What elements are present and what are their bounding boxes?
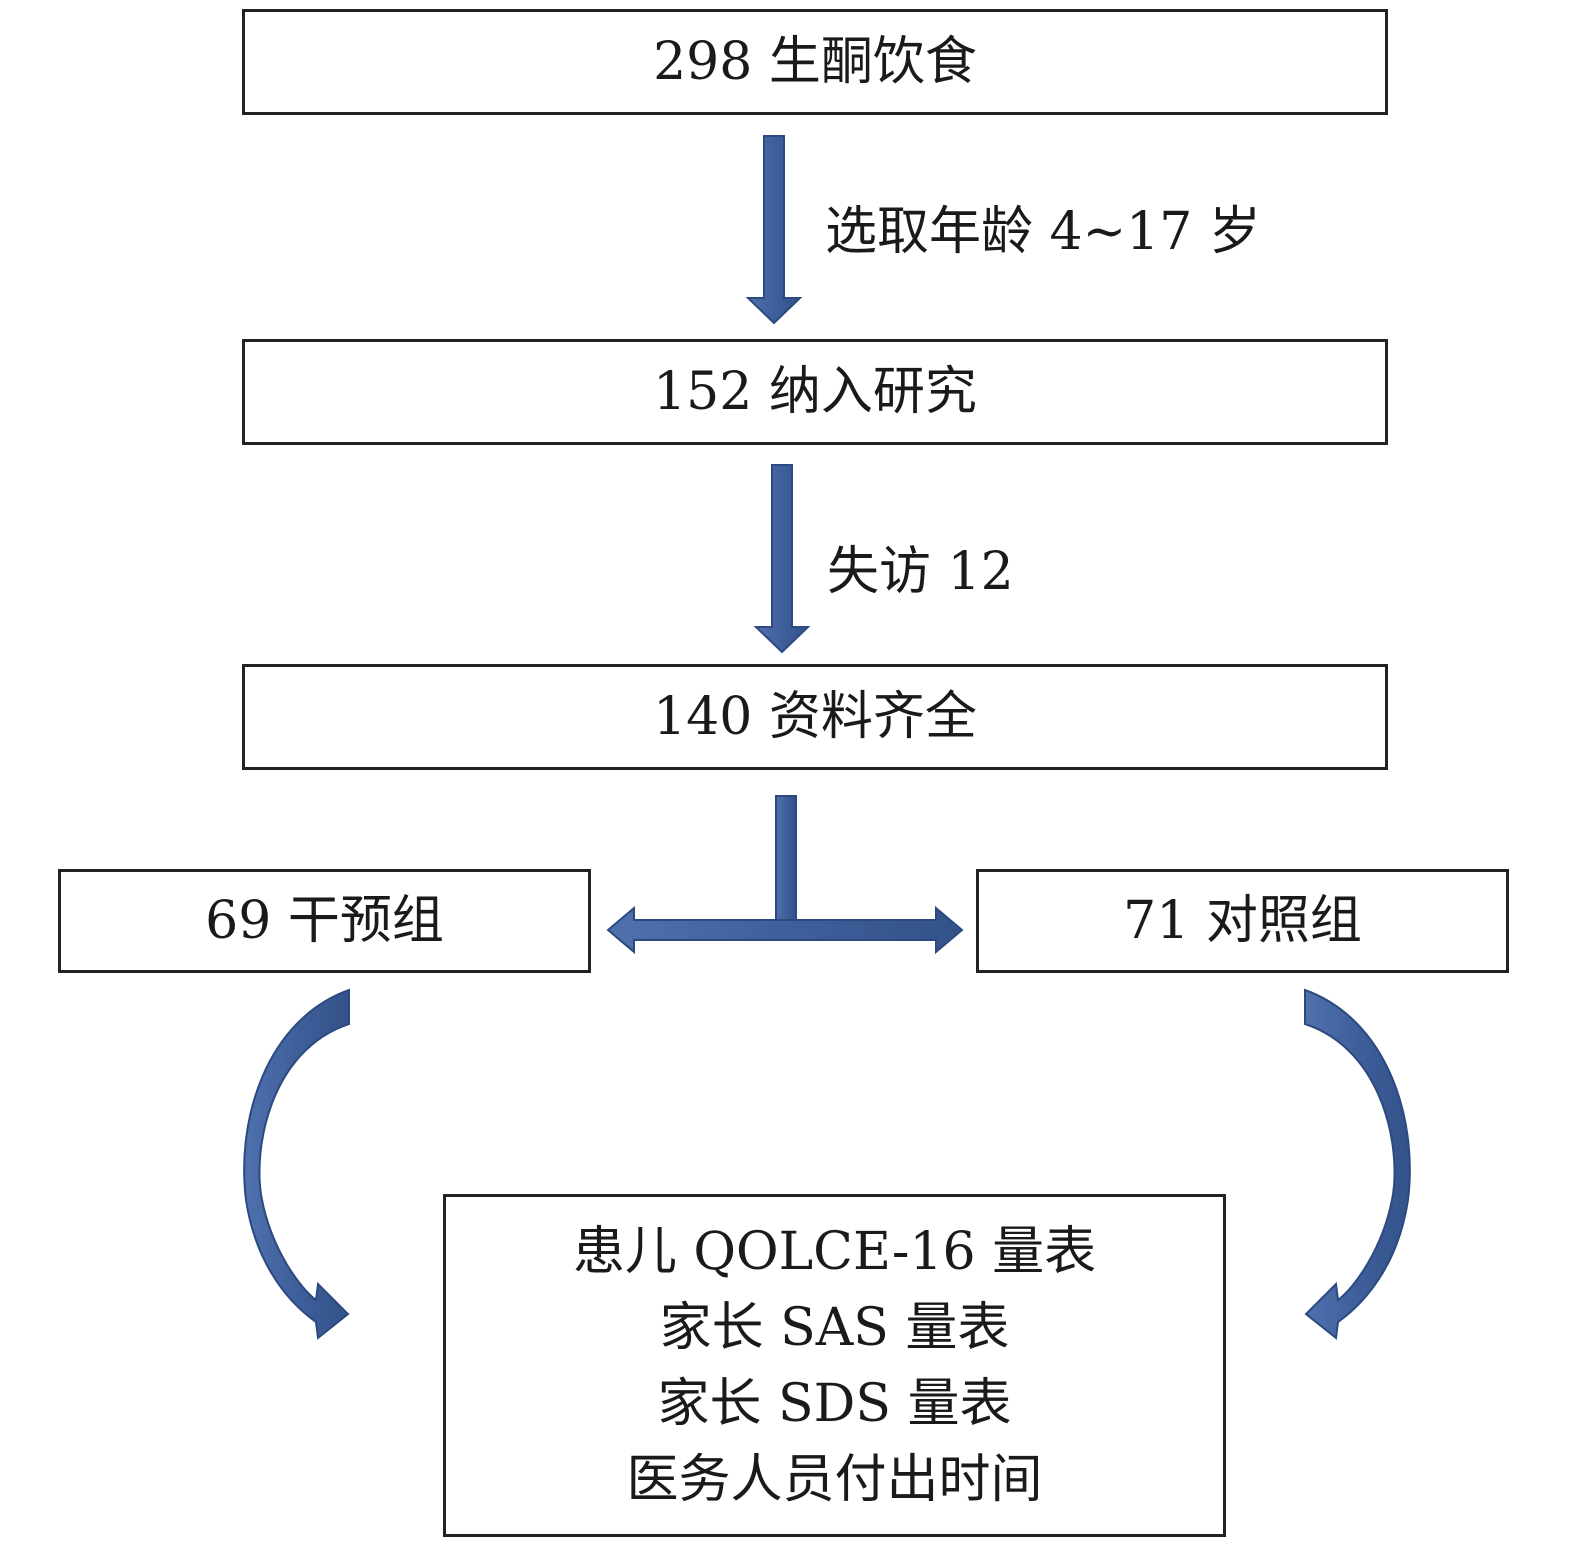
curved-arrow-left: [243, 988, 350, 1340]
outcome-sds: 家长 SDS 量表: [657, 1373, 1012, 1434]
outcome-sas: 家长 SAS 量表: [659, 1297, 1010, 1358]
control-box: 71 对照组: [976, 869, 1509, 973]
complete-label: 140 资料齐全: [653, 687, 977, 747]
outcome-staff-time: 医务人员付出时间: [626, 1449, 1043, 1510]
total-box: 298 生酮饮食: [242, 9, 1388, 115]
lost-followup-label: 失访 12: [827, 542, 1014, 602]
enrolled-label: 152 纳入研究: [653, 362, 977, 422]
down-arrow-1: [745, 135, 803, 325]
down-arrow-2: [753, 464, 811, 654]
intervention-box: 69 干预组: [58, 869, 591, 973]
control-label: 71 对照组: [1123, 891, 1362, 951]
outcomes-box: 患儿 QOLCE-16 量表 家长 SAS 量表 家长 SDS 量表 医务人员付…: [443, 1194, 1226, 1537]
enrolled-box: 152 纳入研究: [242, 339, 1388, 445]
total-label: 298 生酮饮食: [653, 32, 977, 92]
complete-box: 140 资料齐全: [242, 664, 1388, 770]
intervention-label: 69 干预组: [205, 891, 444, 951]
split-double-arrow: [606, 905, 964, 955]
outcome-qolce: 患儿 QOLCE-16 量表: [572, 1221, 1097, 1282]
split-stem: [775, 795, 797, 921]
age-selection-label: 选取年龄 4~17 岁: [825, 202, 1261, 262]
curved-arrow-right: [1304, 988, 1411, 1340]
